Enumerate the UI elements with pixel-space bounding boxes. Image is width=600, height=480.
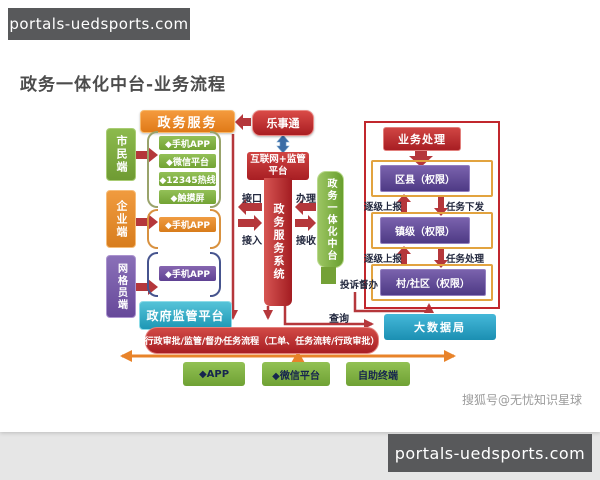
bottom-channel-kiosk: 自助终端 — [346, 362, 410, 386]
channel-citizen-app: ◆手机APP — [159, 136, 216, 150]
gov-supervision-platform: 政府监管平台 — [139, 301, 232, 330]
frame-level-district — [371, 160, 493, 197]
label-report-up-1: 逐级上报 — [364, 202, 403, 213]
arrow-handle — [295, 199, 316, 215]
bottom-channel-app: ◆APP — [183, 362, 245, 386]
arrow-double-blue — [276, 134, 290, 154]
watermark-badge-top: portals-uedsports.com — [8, 8, 190, 40]
terminal-grid-worker: 网格员端 — [106, 255, 136, 318]
internet-supervision-platform: 互联网+监管平台 — [247, 152, 309, 180]
bottom-channel-wechat: ◆微信平台 — [262, 362, 330, 386]
gov-service-system-label: 政务服务系统 — [272, 203, 285, 281]
arrow-receive — [295, 215, 316, 231]
arrow-down-level2 — [434, 249, 448, 268]
arrow-access — [238, 215, 262, 231]
business-processing-header: 业务处理 — [383, 127, 461, 151]
channel-grid-app: ◆手机APP — [159, 266, 216, 281]
label-access: 接入 — [242, 236, 262, 247]
middle-platform-stub — [321, 267, 336, 284]
terminal-citizen-label: 市民端 — [115, 135, 128, 174]
channel-citizen-touchscreen: ◆触摸屏 — [159, 190, 216, 204]
big-data-bureau: 大数据局 — [384, 314, 496, 340]
level-town: 镇级（权限） — [380, 217, 470, 244]
arrow-lst-to-service — [235, 114, 251, 130]
page-title: 政务一体化中台-业务流程 — [20, 75, 227, 95]
level-village: 村/社区（权限） — [380, 269, 486, 296]
arrow-down-level1 — [434, 197, 448, 216]
terminal-grid-worker-label: 网格员端 — [115, 262, 127, 311]
terminal-citizen: 市民端 — [106, 128, 136, 181]
label-receive: 接收 — [296, 236, 316, 247]
bracket-grid-left — [147, 252, 158, 297]
lst-app-box: 乐事通 — [252, 110, 314, 136]
channel-citizen-wechat: ◆微信平台 — [159, 154, 216, 168]
terminal-enterprise: 企业端 — [106, 190, 136, 248]
label-report-up-2: 逐级上报 — [364, 254, 403, 265]
channel-citizen-hotline: ◆12345热线 — [159, 172, 216, 186]
level-district: 区县（权限） — [380, 165, 470, 192]
integration-middle-platform-label: 政务一体化中台 — [325, 177, 336, 262]
label-query: 查询 — [329, 314, 349, 325]
terminal-enterprise-label: 企业端 — [115, 199, 128, 239]
line-query-to-bigdata — [283, 306, 374, 329]
process-bar: 行政审批/监管/督办任务流程（工单、任务流转/行政审批） — [145, 327, 379, 354]
label-handle: 办理 — [296, 194, 316, 205]
arrow-interface — [238, 199, 262, 215]
watermark-badge-bottom: portals-uedsports.com — [388, 434, 592, 472]
frame-level-village — [371, 264, 493, 301]
gov-service-header: 政务服务 — [140, 110, 235, 133]
sohu-watermark: 搜狐号@无忧知识星球 — [462, 393, 583, 407]
arrow-biz-down — [409, 151, 433, 167]
label-task-dispatch: 任务下发 — [446, 202, 485, 213]
bracket-enterprise-left — [147, 209, 158, 249]
integration-middle-platform-bar: 政务一体化中台 — [317, 171, 344, 268]
channel-enterprise-app: ◆手机APP — [159, 217, 216, 232]
arrow-up-level2 — [397, 246, 411, 265]
frame-level-town — [371, 212, 493, 249]
gov-service-system-bar: 政务服务系统 — [264, 178, 292, 306]
label-complaint-supervision: 投诉督办 — [339, 280, 378, 291]
label-task-handle: 任务处理 — [446, 254, 485, 265]
arrow-bus-to-processbar — [291, 351, 305, 363]
label-interface: 接口 — [242, 194, 262, 205]
arrow-up-level1 — [397, 194, 411, 213]
bracket-citizen-left — [147, 131, 158, 208]
